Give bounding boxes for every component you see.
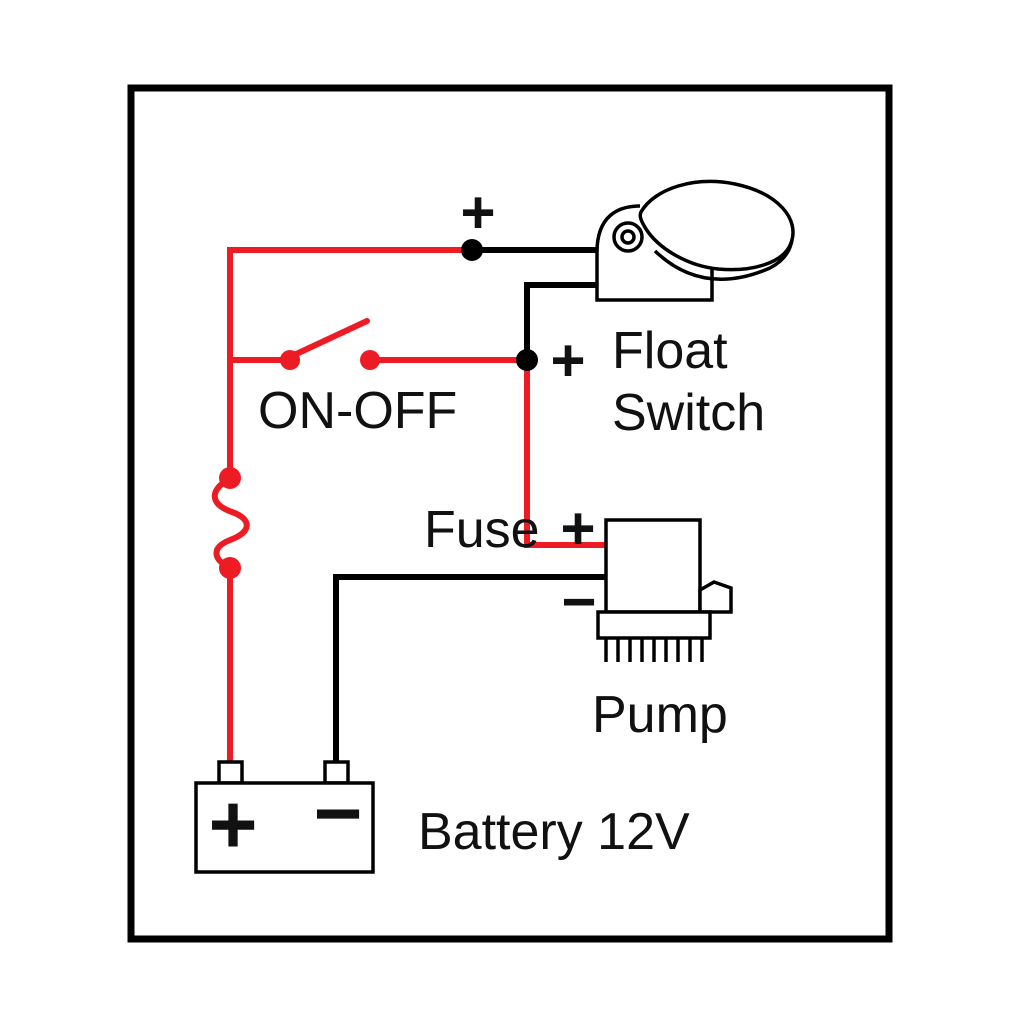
pump-negative-sign: − [561,568,596,635]
battery-label: Battery 12V [418,803,690,861]
pump-label: Pump [592,686,728,744]
fuse-terminal-bottom [219,557,241,579]
fuse-element [211,475,250,571]
junction-dot-positive-feed [461,239,483,261]
pump-positive-sign: + [560,495,595,562]
float-switch-float-lower-shell [653,239,794,281]
junction-dot-float-output [516,349,538,371]
float-switch-pivot-inner [620,229,636,245]
negative-wire-pump-to-battery [333,574,609,769]
switch-terminal-right [360,350,380,370]
battery-negative-sign: − [313,766,362,860]
on-off-switch-label: ON-OFF [258,382,457,440]
fuse-terminal-top [219,467,241,489]
float-switch-label-line1: Float [612,322,728,380]
pump-strainer-teeth [604,638,704,662]
float-switch-output-wire [524,282,603,363]
switch-terminal-left [280,350,300,370]
float-switch-positive-sign: + [460,179,495,246]
positive-wire-junction-to-pump [524,357,609,548]
pump-outlet [698,580,733,614]
pump-base [596,610,712,640]
positive-wire-top-run [227,247,475,481]
battery-positive-sign: + [208,777,257,871]
battery-case [194,781,375,874]
float-switch-float [638,179,795,272]
float-switch-label-line2: Switch [612,384,765,442]
switch-lever [289,318,370,359]
junction-positive-sign: + [550,327,585,394]
fuse-label: Fuse [424,501,540,559]
pump-body [604,518,702,614]
